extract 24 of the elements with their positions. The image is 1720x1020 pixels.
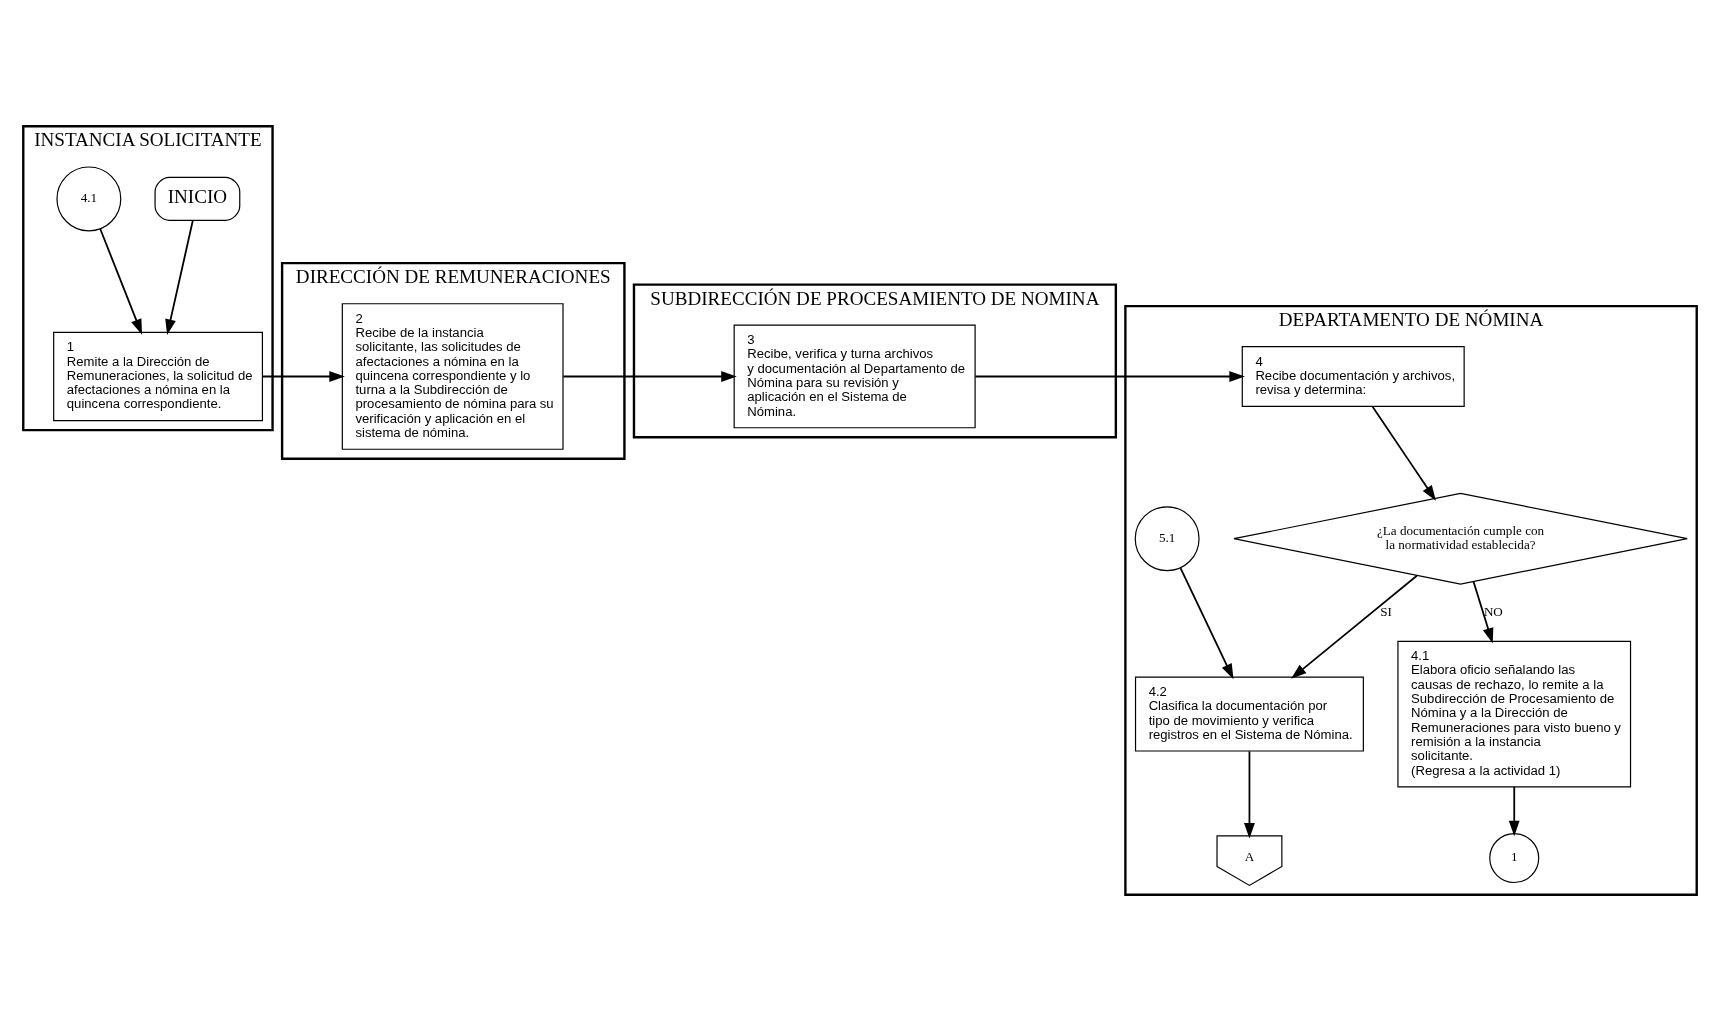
node-box: 4.2 Clasifica la documentación por tipo de movimiento y verifica registros en el Sistema de Nómina. (1134, 675, 1364, 752)
node-circle: 1 (1489, 832, 1540, 883)
arrow (165, 219, 194, 335)
arrow (1472, 580, 1494, 644)
node-circle: 4.1 (56, 165, 122, 231)
arrow (1291, 574, 1418, 679)
node-box: 4 Recibe documentación y archivos, revisa y determina: (1241, 345, 1465, 407)
edge-label: SI (1380, 603, 1392, 619)
node-box: 1 Remite a la Dirección de Remuneraciones, la solicitud de afectaciones a nómina en la quincena correspondiente. (53, 331, 263, 421)
node-circle: 5.1 (1134, 505, 1200, 571)
node-box: 3 Recibe, verifica y turna archivos y documentación al Departamento de Nómina para su revisión y aplicación en el Sistema de Nómina. (733, 324, 976, 428)
arrow (1508, 785, 1520, 836)
arrow (261, 370, 345, 382)
arrow (562, 370, 737, 382)
arrow (99, 227, 143, 335)
edge-label: NO (1483, 603, 1503, 619)
node-box: INICIO (154, 176, 241, 221)
arrow (974, 370, 1245, 382)
arrow (1179, 566, 1234, 679)
node-box: 4.1 Elabora oficio señalando las causas de rechazo, lo remite a la Subdirección de Procesamiento de Nómina y a la Dirección de Remuneraciones para visto bueno y remisión a la instancia solicitante. (Regresa a la actividad 1) (1397, 640, 1632, 787)
node-diamond: ¿La documentación cumple con la normatividad establecida? (1233, 492, 1688, 585)
node-box: 2 Recibe de la instancia solicitante, las solicitudes de afectaciones a nómina en la quincena correspondiente y lo turna a la Subdirección de procesamiento de nómina para su verificación y aplicación en el sistema de nómina. (341, 302, 564, 450)
arrow (1244, 749, 1255, 838)
arrow (1371, 405, 1436, 501)
